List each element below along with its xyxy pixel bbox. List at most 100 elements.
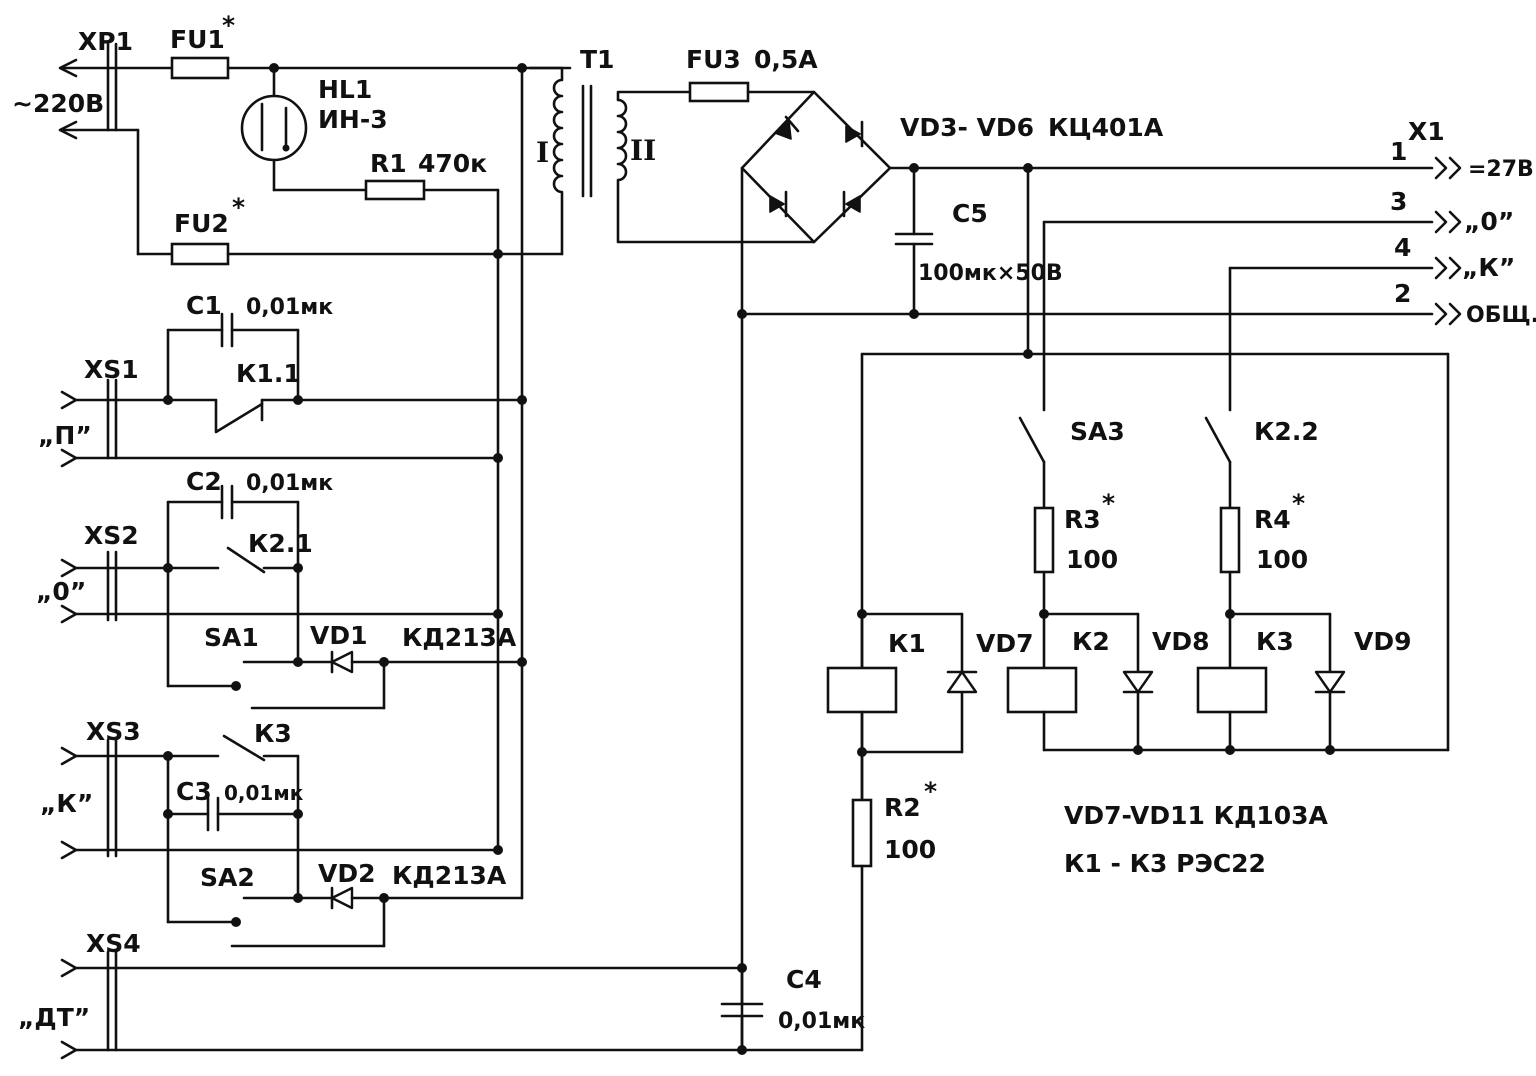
- output-connector-x1: [1434, 156, 1462, 326]
- label-sa2: SA2: [200, 863, 255, 892]
- label-pin-1: 1: [1390, 137, 1407, 166]
- relay-coil-k2: [1006, 666, 1078, 714]
- input-socket-xs2: [60, 484, 524, 710]
- label-xs4: XS4: [86, 929, 141, 958]
- label-r3: R3: [1064, 505, 1101, 534]
- label-output-common: ОБЩ.: [1466, 303, 1536, 328]
- label-hl1-type: ИН-3: [318, 105, 388, 134]
- relay-contact-k1-1: [214, 398, 264, 434]
- label-xs2: XS2: [84, 521, 139, 550]
- label-k3: К3: [1256, 627, 1294, 656]
- label-mains-voltage: ~220В: [12, 89, 104, 118]
- input-socket-xs3: [60, 734, 524, 948]
- fuse-fu2: [170, 242, 230, 266]
- input-socket-xs1: [60, 312, 524, 468]
- label-bridge: VD3- VD6: [900, 113, 1034, 142]
- input-socket-xs4: [60, 950, 864, 1060]
- label-k2: К2: [1072, 627, 1110, 656]
- label-c3: C3: [176, 777, 212, 806]
- fuse-fu3: [688, 81, 750, 103]
- label-x1: X1: [1408, 117, 1445, 146]
- note-diodes: VD7-VD11 КД103А: [1064, 801, 1329, 830]
- label-fu1: FU1: [170, 25, 225, 54]
- label-vd1: VD1: [310, 621, 368, 650]
- label-fu2: FU2: [174, 209, 229, 238]
- diode-vd1: [330, 650, 354, 674]
- label-xs3-name: „К”: [40, 789, 93, 818]
- diode-vd7: [946, 670, 978, 694]
- label-sa1: SA1: [204, 623, 259, 652]
- label-r3-star: *: [1102, 489, 1115, 518]
- resistor-r4: [1219, 506, 1241, 574]
- switch-sa2-contact: [231, 917, 241, 927]
- label-xs3: XS3: [86, 717, 141, 746]
- label-c4: C4: [786, 965, 822, 994]
- bridge-diode-1: [774, 120, 792, 140]
- label-t1: T1: [580, 45, 614, 74]
- label-c5-value: 100мк×50В: [918, 261, 1063, 286]
- mains-input-section: [58, 42, 816, 900]
- label-sa3: SA3: [1070, 417, 1125, 446]
- label-r3-value: 100: [1066, 545, 1118, 574]
- label-fu3-value: 0,5А: [754, 45, 818, 74]
- label-fu2-star: *: [232, 193, 245, 222]
- fuse-fu1: [170, 56, 230, 80]
- label-xs2-name: „0”: [36, 577, 86, 606]
- bridge-diode-3: [769, 195, 785, 213]
- label-k1: К1: [888, 629, 926, 658]
- label-r4-value: 100: [1256, 545, 1308, 574]
- component-labels: XP1 ~220В FU1 * FU2 * HL1 ИН-3 R1 470к T…: [12, 11, 1536, 1034]
- diode-vd9: [1314, 670, 1346, 694]
- label-output-k: „К”: [1462, 253, 1515, 282]
- label-xs1: XS1: [84, 355, 139, 384]
- label-c5: C5: [952, 199, 988, 228]
- relay-coil-k1: [826, 666, 898, 714]
- label-vd9: VD9: [1354, 627, 1412, 656]
- plug-pin-top: [58, 58, 78, 78]
- junction-dots: [163, 63, 1335, 1055]
- resistor-r3: [1033, 506, 1055, 574]
- transformer-primary-winding: [528, 66, 564, 256]
- label-fu3: FU3: [686, 45, 741, 74]
- label-r2: R2: [884, 793, 921, 822]
- label-c4-value: 0,01мк: [778, 1009, 865, 1034]
- relay-contact-k2-1: [226, 546, 266, 574]
- label-winding-primary: I: [536, 136, 549, 169]
- label-k2-1: К2.1: [248, 529, 313, 558]
- resistor-r1: [364, 179, 426, 201]
- label-vd2: VD2: [318, 859, 376, 888]
- label-xs1-name: „П”: [38, 421, 92, 450]
- label-r2-value: 100: [884, 835, 936, 864]
- diode-bridge: [740, 90, 892, 244]
- plug-pin-bottom: [58, 120, 78, 140]
- diode-vd2: [330, 886, 354, 910]
- label-k1-1: К1.1: [236, 359, 301, 388]
- label-pin-2: 2: [1394, 279, 1411, 308]
- note-relays: К1 - К3 РЭС22: [1064, 849, 1266, 878]
- label-xp1: XP1: [78, 27, 133, 56]
- label-vd1-type: КД213А: [402, 623, 517, 652]
- label-k3-contact: К3: [254, 719, 292, 748]
- label-vd8: VD8: [1152, 627, 1210, 656]
- label-r4: R4: [1254, 505, 1291, 534]
- switch-sa3: [1018, 416, 1046, 464]
- label-r1-value: 470к: [418, 149, 487, 178]
- diode-vd8: [1122, 670, 1154, 694]
- label-pin-4: 4: [1394, 233, 1411, 262]
- label-c3-value: 0,01мк: [224, 781, 304, 805]
- label-c2-value: 0,01мк: [246, 471, 333, 496]
- switch-sa1-contact: [231, 681, 241, 691]
- bridge-diode-2: [845, 125, 861, 143]
- transformer-secondary-winding: [616, 90, 816, 244]
- label-output-27v: =27В: [1468, 157, 1534, 182]
- label-output-zero: „0”: [1464, 207, 1514, 236]
- resistor-r2: [851, 798, 873, 868]
- relay-contact-k3: [222, 734, 266, 762]
- label-vd2-type: КД213А: [392, 861, 507, 890]
- label-vd7: VD7: [976, 629, 1034, 658]
- label-c2: C2: [186, 467, 222, 496]
- relay-contact-k2-2: [1204, 416, 1232, 464]
- label-k2-2: К2.2: [1254, 417, 1319, 446]
- bridge-diode-4: [845, 195, 861, 213]
